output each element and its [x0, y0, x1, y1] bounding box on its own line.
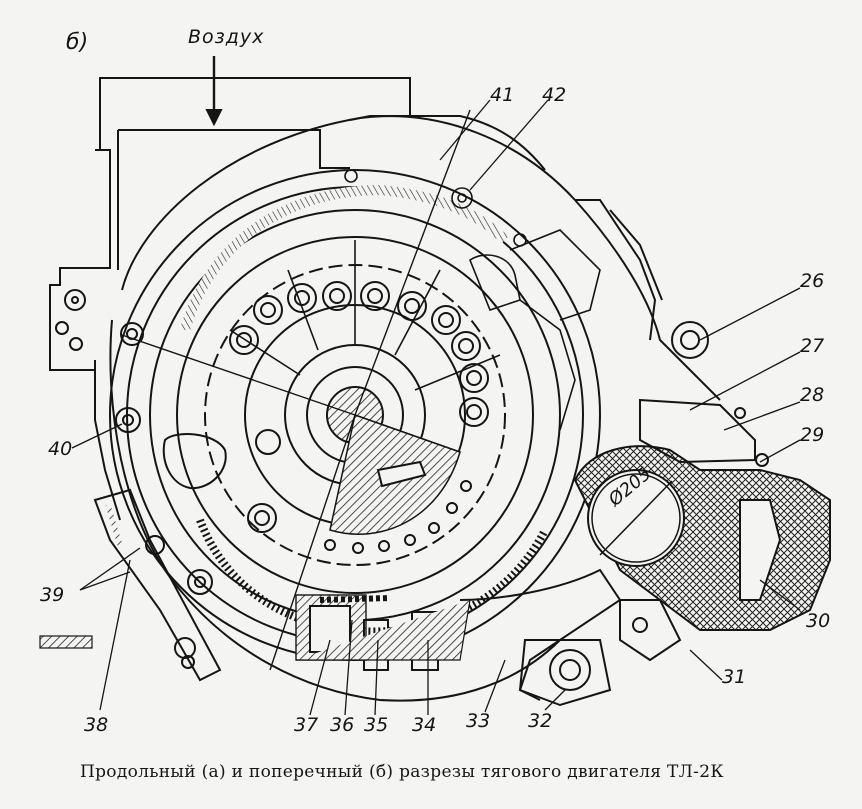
callout-41: 41: [490, 84, 515, 106]
callout-40: 40: [48, 438, 73, 460]
bolt-hole-arc: [324, 480, 472, 554]
field-coil-bottom: [196, 518, 549, 636]
callout-28: 28: [800, 384, 825, 406]
callout-35: 35: [364, 714, 389, 736]
callout-36: 36: [330, 714, 355, 736]
left-mounting-bracket: [49, 149, 111, 371]
wedge-part: [39, 635, 93, 649]
panel-letter: б): [66, 30, 89, 55]
callout-37: 37: [294, 714, 319, 736]
bolt-26: [671, 321, 709, 359]
figure-caption: Продольный (а) и поперечный (б) разрезы …: [80, 762, 724, 782]
axle-bearing-housing: [573, 445, 831, 631]
callout-27: 27: [800, 335, 825, 357]
callout-29: 29: [800, 424, 825, 446]
lower-housing: [459, 568, 622, 707]
airflow-label: Воздух: [188, 26, 265, 48]
section-cut-lines: [121, 109, 471, 671]
field-coil-top: [180, 184, 509, 332]
callout-42: 42: [542, 84, 567, 106]
bolt-32: [549, 649, 591, 691]
callout-38: 38: [84, 714, 109, 736]
motor-frame: [94, 115, 721, 702]
callout-30: 30: [806, 610, 831, 632]
callout-33: 33: [466, 710, 491, 732]
top-mechanism: [344, 169, 601, 431]
brush-gear: [295, 594, 471, 671]
motor-cross-section-drawing: [39, 56, 831, 716]
bolt-40: [115, 407, 141, 433]
callout-32: 32: [528, 710, 553, 732]
rotor-spokes: [229, 240, 501, 391]
callout-26: 26: [800, 270, 825, 292]
callout-31: 31: [722, 666, 747, 688]
ventilation-holes: [229, 281, 489, 455]
callout-34: 34: [412, 714, 437, 736]
air-duct: [99, 56, 411, 270]
brush-holder-left: [93, 488, 222, 682]
leader-lines: [71, 99, 801, 716]
callout-39: 39: [40, 584, 65, 606]
